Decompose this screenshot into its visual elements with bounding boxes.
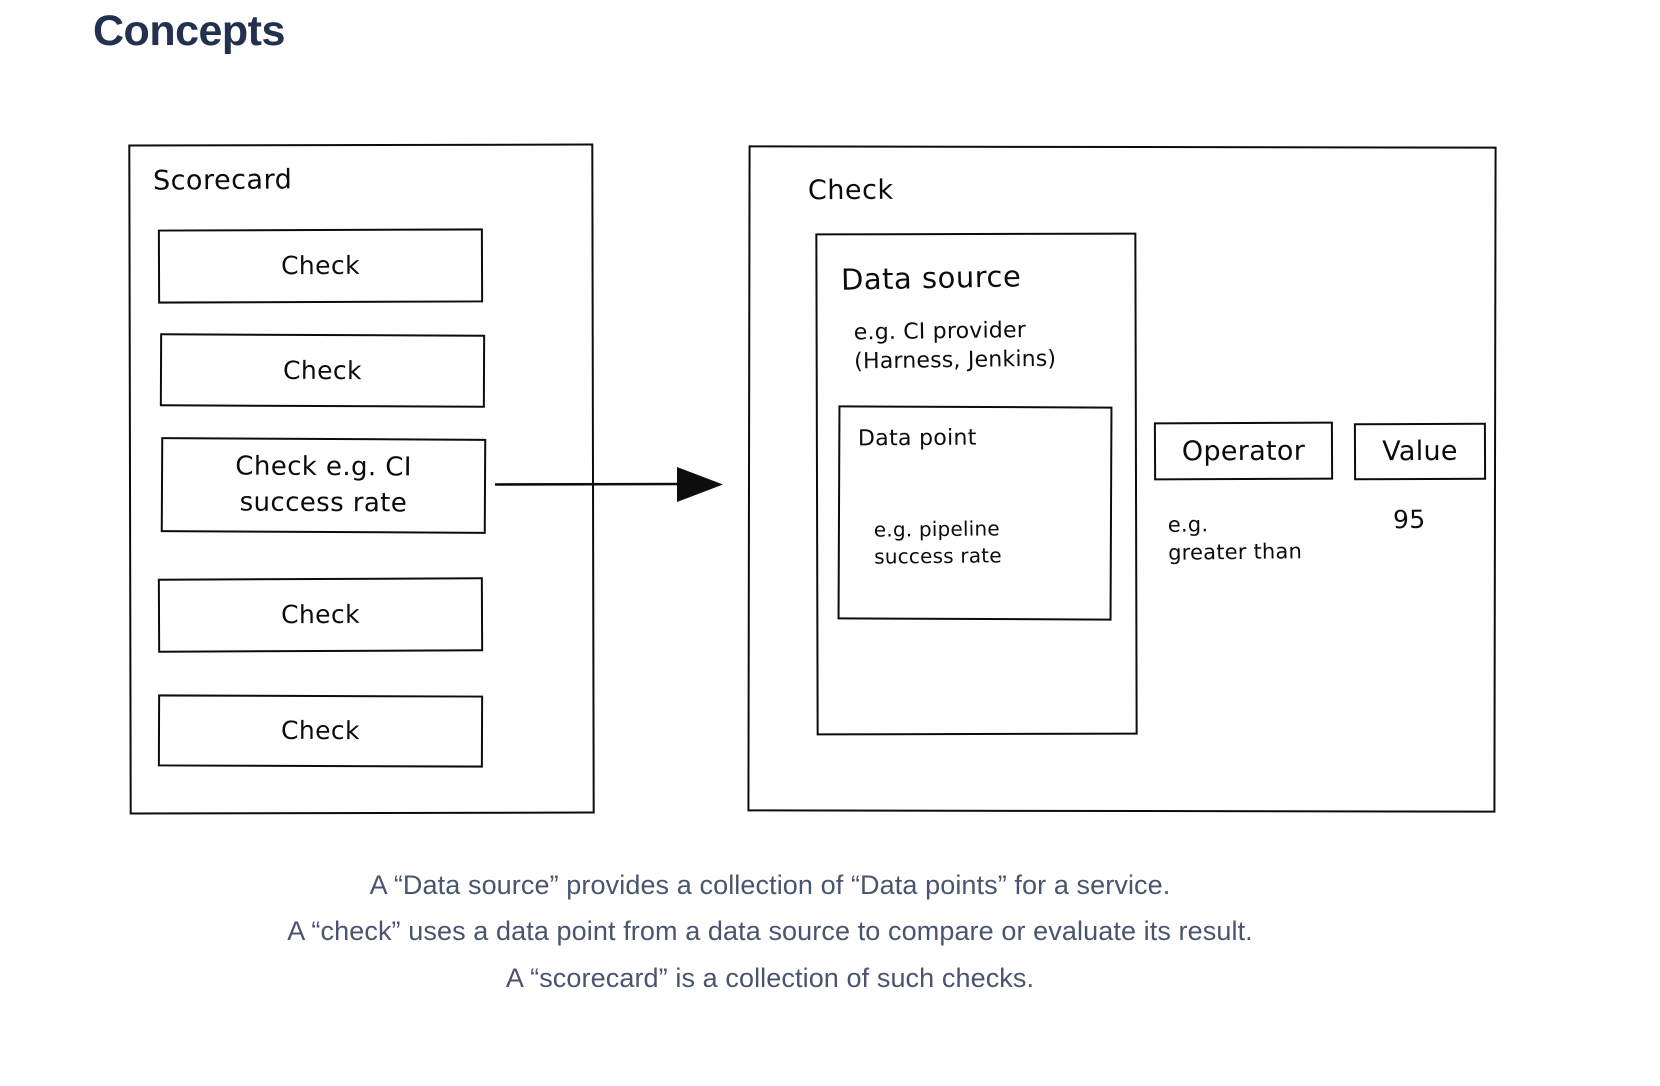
caption-line-3: A “scorecard” is a collection of such ch… <box>505 962 1035 993</box>
check-item-label: Check <box>280 715 361 746</box>
caption: A “Data source” provides a collection of… <box>0 862 1540 1001</box>
check-panel-label: Check <box>807 174 894 207</box>
data-source-title: Data source <box>840 259 1022 297</box>
operator-label: Operator <box>1181 435 1306 467</box>
data-source-example: e.g. CI provider (Harness, Jenkins) <box>853 318 1057 375</box>
caption-line-2: A “check” uses a data point from a data … <box>287 916 1253 947</box>
value-example: 95 <box>1392 504 1426 535</box>
scorecard-check-item-2[interactable]: Check <box>159 333 486 408</box>
scorecard-panel-label: Scorecard <box>152 164 293 197</box>
data-point-example: e.g. pipeline success rate <box>873 516 1002 569</box>
data-point-title: Data point <box>857 425 977 452</box>
value-box[interactable]: Value <box>1353 422 1487 481</box>
operator-example: e.g. greater than <box>1167 512 1303 566</box>
value-label: Value <box>1382 435 1458 468</box>
check-item-label: Check e.g. CI success rate <box>235 451 412 518</box>
scorecard-check-item-5[interactable]: Check <box>157 694 484 768</box>
check-item-label: Check <box>282 355 363 385</box>
page-title: Concepts <box>93 7 285 55</box>
operator-box[interactable]: Operator <box>1153 421 1334 481</box>
check-item-label: Check <box>280 250 361 281</box>
caption-line-1: A “Data source” provides a collection of… <box>369 870 1171 900</box>
scorecard-check-item-3-highlighted[interactable]: Check e.g. CI success rate <box>160 437 487 534</box>
scorecard-check-item-1[interactable]: Check <box>157 228 484 304</box>
scorecard-check-item-4[interactable]: Check <box>157 577 484 653</box>
check-item-label: Check <box>280 599 361 630</box>
expands-to-arrow-icon <box>494 462 735 507</box>
